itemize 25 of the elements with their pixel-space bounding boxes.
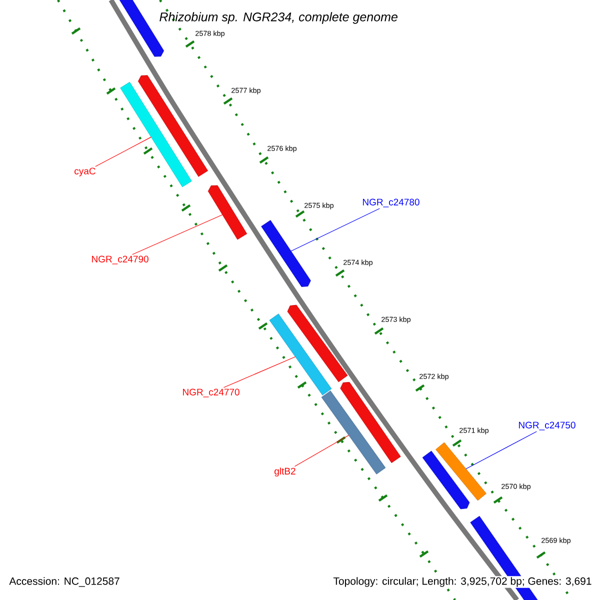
genome-info-text: Topology: circular; Length: 3,925,702 bp; Genes: 3,691 [332, 576, 593, 588]
leader-line [290, 208, 380, 252]
gene-label: gltB2 [274, 468, 296, 476]
gene-label: NGR_c24750 [519, 422, 576, 430]
gene-block [138, 75, 208, 177]
gene-bar [269, 314, 332, 396]
leader-line [95, 136, 152, 167]
accession-text: Accession: NC_012587 [8, 576, 121, 588]
gene-bar [436, 442, 486, 501]
leader-line [466, 431, 537, 470]
gene-block [422, 450, 470, 510]
gene-bar [321, 390, 386, 474]
gene-block [340, 382, 401, 464]
title: Rhizobium sp. NGR234, complete genome [160, 12, 398, 24]
leader-line [294, 434, 350, 467]
gene-label: NGR_c24770 [183, 388, 240, 398]
gene-bar [120, 82, 192, 188]
gene-block [261, 220, 311, 287]
gene-label: cyaC [74, 168, 96, 176]
gene-label: NGR_c24790 [92, 256, 148, 264]
leader-line [132, 214, 223, 255]
gene-block [287, 304, 348, 382]
leader-line [223, 356, 296, 388]
gene-label: NGR_c24780 [362, 198, 420, 208]
gene-block [208, 185, 248, 240]
